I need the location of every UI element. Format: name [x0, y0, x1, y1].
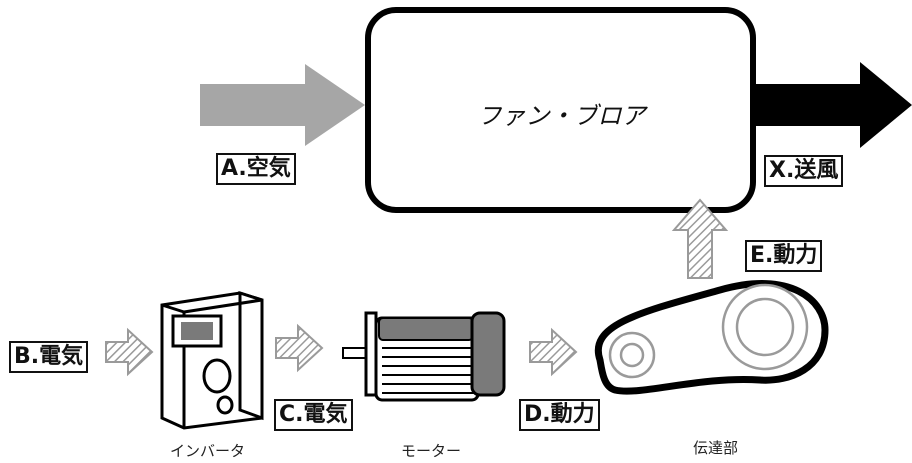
- caption-transmission: 伝達部: [693, 439, 739, 457]
- fan-blower-title: ファン・ブロア: [477, 102, 646, 130]
- power-d-arrow: [529, 327, 578, 377]
- label-air-input: A.空気: [216, 153, 296, 185]
- fan-blower-box: [365, 7, 756, 213]
- electric-b-arrow: [105, 327, 154, 377]
- caption-motor: モーター: [401, 442, 462, 460]
- inverter-illustration: [160, 290, 264, 430]
- label-electric-b: B.電気: [9, 341, 89, 373]
- label-air-output: X.送風: [764, 155, 844, 187]
- label-power-e: E.動力: [745, 240, 823, 272]
- electric-c-arrow: [275, 323, 324, 373]
- power-e-arrow: [671, 198, 729, 279]
- motor-illustration: [342, 311, 506, 402]
- label-electric-c: C.電気: [274, 399, 353, 431]
- air-output-arrow: [756, 62, 912, 148]
- caption-inverter: インバータ: [170, 442, 246, 460]
- transmission-illustration: [594, 280, 829, 395]
- label-power-d: D.動力: [519, 399, 600, 431]
- air-input-arrow: [200, 64, 365, 146]
